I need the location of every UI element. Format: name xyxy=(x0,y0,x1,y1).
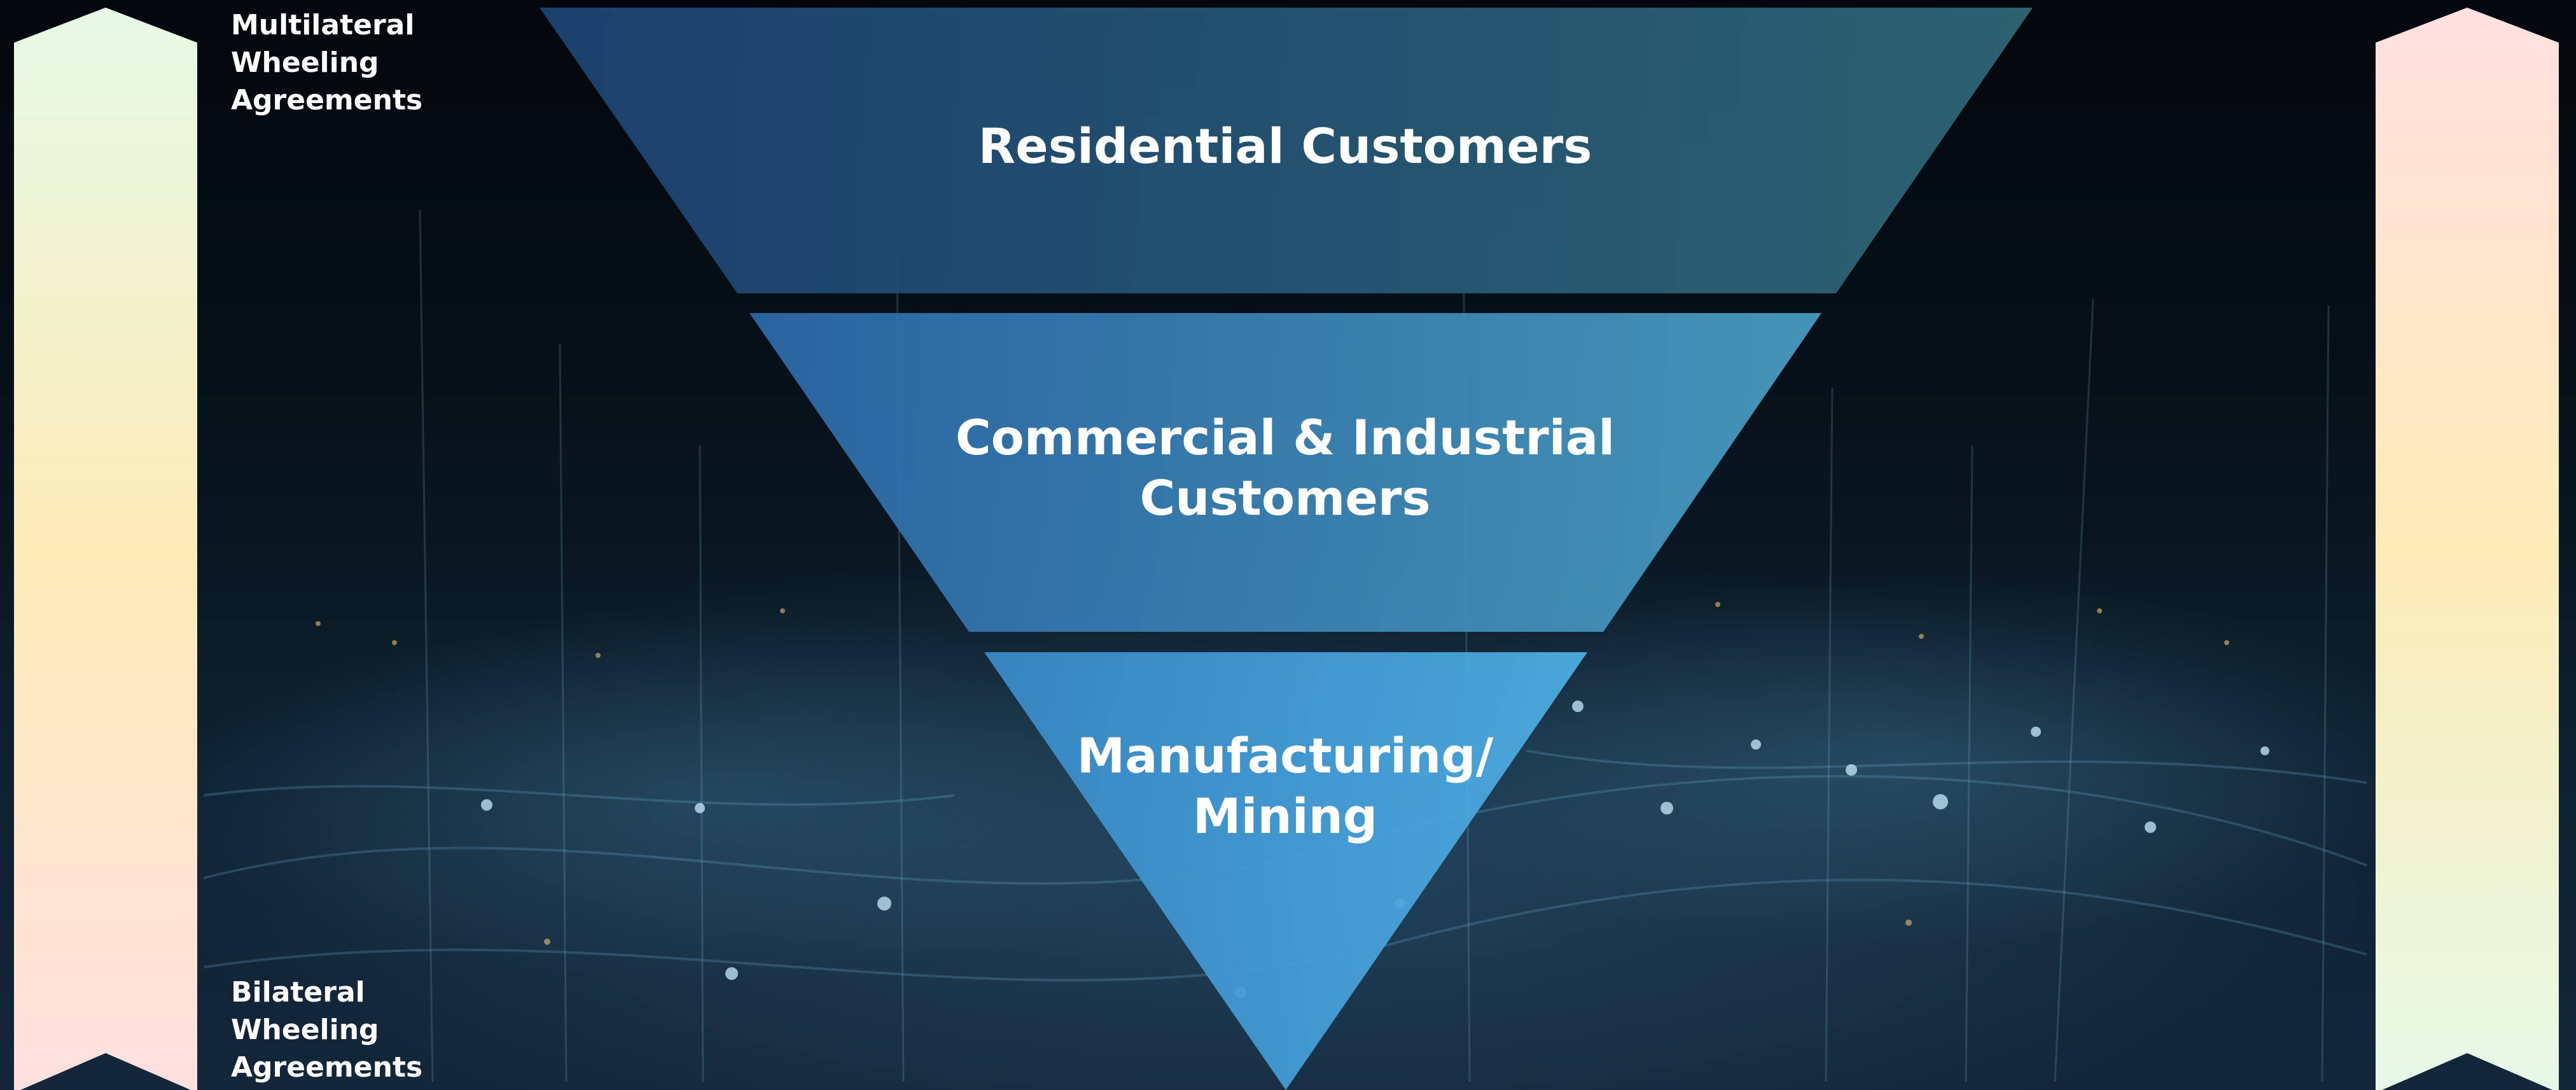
funnel-tier-residential xyxy=(540,8,2033,293)
tier-label-line: Customers xyxy=(1139,470,1431,526)
funnel-tier-commercial-industrial xyxy=(749,313,1821,632)
tier-label-manufacturing-mining: Manufacturing/ Mining xyxy=(808,725,1762,846)
bilateral-wheeling-label: Bilateral Wheeling Agreements xyxy=(231,974,435,1086)
label-line: Wheeling xyxy=(231,46,379,79)
funnel-tier-manufacturing-mining xyxy=(984,652,1587,1090)
tier-label-line: Manufacturing/ xyxy=(1076,727,1494,784)
tier-label-line: Commercial & Industrial xyxy=(955,409,1615,466)
tier-label-residential: Residential Customers xyxy=(808,116,1762,176)
tier-label-line: Mining xyxy=(1192,788,1378,844)
label-line: Multilateral xyxy=(231,9,415,41)
tier-label-line: Residential Customers xyxy=(978,118,1592,174)
label-line: Agreements xyxy=(231,1051,423,1084)
left-vertical-arrow xyxy=(14,8,197,1090)
tier-label-commercial-industrial: Commercial & Industrial Customers xyxy=(808,407,1762,528)
label-line: Wheeling xyxy=(231,1014,379,1046)
right-vertical-arrow xyxy=(2376,8,2559,1090)
label-line: Bilateral xyxy=(231,976,365,1009)
multilateral-wheeling-label: Multilateral Wheeling Agreements xyxy=(231,6,435,119)
label-line: Agreements xyxy=(231,84,423,116)
